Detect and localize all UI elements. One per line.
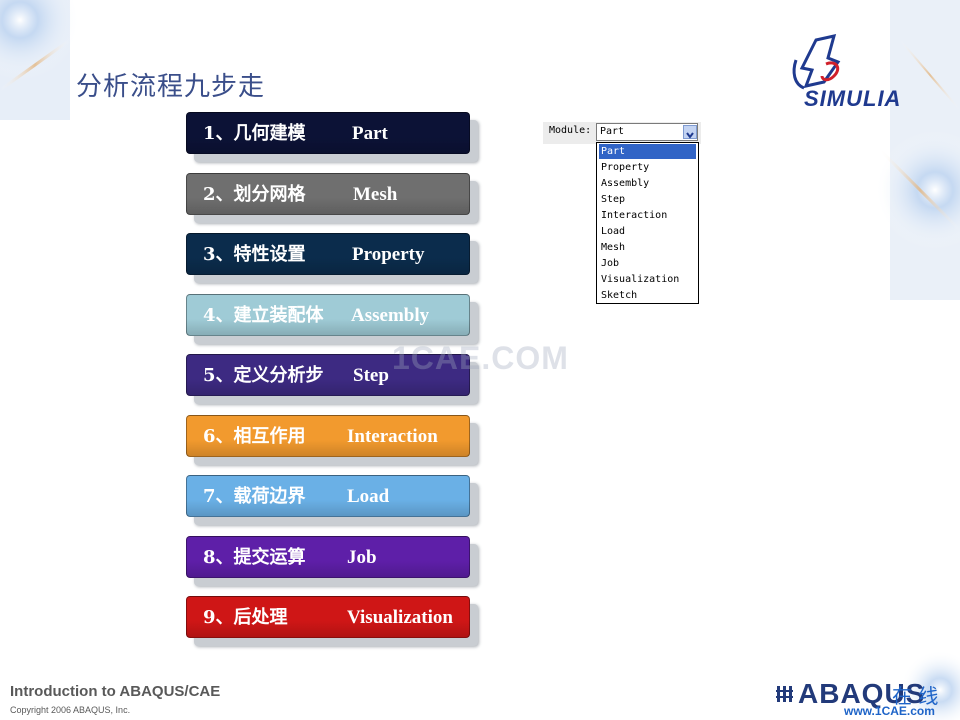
step-label-en: Visualization	[347, 607, 453, 628]
step-button[interactable]: 4、建立装配体 Assembly	[186, 294, 470, 336]
module-option[interactable]: Visualization	[601, 274, 680, 285]
module-option[interactable]: Sketch	[601, 290, 638, 301]
module-option[interactable]: Assembly	[601, 178, 650, 189]
step-button[interactable]: 3、特性设置 Property	[186, 233, 470, 275]
step-button[interactable]: 6、相互作用 Interaction	[186, 415, 470, 457]
slide-title: 分析流程九步走	[76, 72, 266, 102]
abaqus-logo-icon	[776, 686, 793, 702]
step-label-cn: 3、特性设置	[203, 244, 306, 265]
watermark: 1CAE.COM	[392, 340, 569, 376]
step-label-en: Assembly	[351, 305, 430, 326]
step-label-cn: 2、划分网格	[203, 184, 306, 205]
step-button[interactable]: 1、几何建模 Part	[186, 112, 470, 154]
step-label-en: Property	[352, 244, 425, 265]
module-option[interactable]: Property	[601, 162, 650, 173]
footer-copyright: Copyright 2006 ABAQUS, Inc.	[10, 705, 131, 715]
step-label-cn: 1、几何建模	[203, 123, 306, 144]
module-option[interactable]: Load	[601, 226, 626, 237]
step-label-cn: 6、相互作用	[203, 426, 306, 447]
site-name: 在 线	[892, 684, 939, 708]
module-option[interactable]: Part	[599, 144, 696, 159]
3ds-logo-icon	[792, 33, 841, 90]
module-select-value: Part	[600, 126, 625, 137]
abaqus-brand: ABAQUS	[798, 678, 926, 709]
step-label-cn: 9、后处理	[203, 607, 288, 628]
step-button[interactable]: 2、划分网格 Mesh	[186, 173, 470, 215]
module-option[interactable]: Job	[601, 258, 620, 269]
module-option[interactable]: Interaction	[601, 210, 668, 221]
step-label-cn: 8、提交运算	[203, 547, 306, 568]
step-label-cn: 5、定义分析步	[203, 365, 324, 386]
step-button[interactable]: 8、提交运算 Job	[186, 536, 470, 578]
footer-title: Introduction to ABAQUS/CAE	[10, 683, 221, 700]
step-button[interactable]: 5、定义分析步 Step	[186, 354, 470, 396]
step-label-en: Part	[352, 123, 388, 144]
step-label-en: Interaction	[347, 426, 438, 447]
step-label-cn: 7、载荷边界	[203, 486, 306, 507]
step-label-en: Job	[347, 547, 377, 568]
step-label-en: Mesh	[353, 184, 398, 205]
step-label-en: Step	[353, 365, 389, 386]
module-select[interactable]	[596, 123, 698, 141]
module-label: Module:	[549, 125, 592, 136]
simulia-logo-text: SIMULIA	[804, 86, 902, 111]
step-label-cn: 4、建立装配体	[203, 305, 324, 326]
module-option[interactable]: Mesh	[601, 242, 626, 253]
site-url[interactable]: www.1CAE.com	[844, 704, 935, 718]
step-button[interactable]: 7、载荷边界 Load	[186, 475, 470, 517]
chevron-down-icon[interactable]	[683, 125, 697, 139]
module-option[interactable]: Step	[601, 194, 626, 205]
step-label-en: Load	[347, 486, 390, 507]
step-button[interactable]: 9、后处理 Visualization	[186, 596, 470, 638]
